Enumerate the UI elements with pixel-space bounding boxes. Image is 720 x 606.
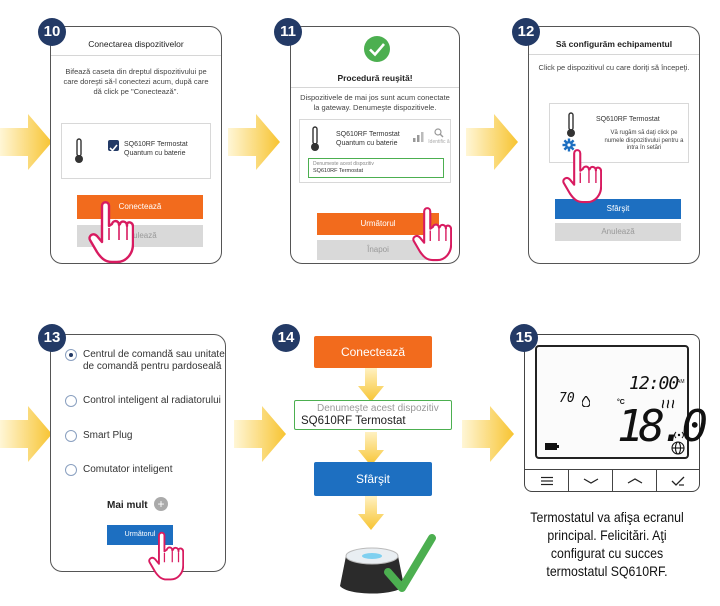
option-radio-selected[interactable]: [65, 349, 77, 361]
confirm-button[interactable]: [657, 470, 699, 492]
signal-icon: [413, 132, 424, 142]
down-arrow-icon: [358, 368, 384, 402]
battery-icon: [545, 443, 559, 450]
phone-screen-step-12: Să configurăm echipamentul Click pe disp…: [528, 26, 700, 264]
down-button[interactable]: [569, 470, 613, 492]
thermometer-icon: [567, 112, 575, 137]
gateway-device-icon: [340, 534, 436, 594]
menu-icon: [541, 476, 553, 486]
step-badge-12: 12: [512, 18, 540, 46]
hand-pointer-icon: [412, 207, 452, 262]
thermometer-icon: [75, 138, 83, 163]
info-text: Dispozitivele de mai jos sunt acum conec…: [300, 93, 450, 112]
humidity-value: 70: [559, 391, 575, 406]
time-display: 12:00: [629, 373, 679, 394]
flow-arrow-icon: [0, 114, 52, 170]
option-radio[interactable]: [65, 395, 77, 407]
step-badge-15: 15: [510, 324, 538, 352]
instruction-text: Bifează caseta din dreptul dispozitivulu…: [63, 67, 209, 96]
finish-button[interactable]: Sfârşit: [314, 462, 432, 496]
phone-screen-step-10: Conectarea dispozitivelor Bifează caseta…: [50, 26, 222, 264]
option-label[interactable]: Control inteligent al radiatorului: [83, 395, 221, 406]
rename-label: Denumeşte acest dispozitiv: [317, 403, 439, 414]
wireless-signal-icon: [674, 431, 684, 439]
hand-pointer-icon: [88, 201, 134, 264]
am-label: AM: [677, 379, 685, 385]
step-badge-10: 10: [38, 18, 66, 46]
rename-field[interactable]: Denumeste acest dispozitiv SQ610RF Termo…: [308, 158, 444, 178]
rename-value: SQ610RF Termostat: [301, 415, 406, 427]
flow-arrow-icon: [0, 406, 52, 462]
step-badge-11: 11: [274, 18, 302, 46]
globe-icon: [671, 441, 685, 455]
back-button[interactable]: Înapoi: [317, 240, 439, 260]
device-name: SQ610RF Termostat Quantum cu baterie: [124, 141, 188, 157]
phone-screen-step-11: Procedură reuşită! Dispozitivele de mai …: [290, 26, 460, 264]
cancel-button[interactable]: Anulează: [555, 223, 681, 241]
option-label[interactable]: Smart Plug: [83, 430, 133, 441]
next-button[interactable]: Următorul: [107, 525, 173, 545]
thermostat-screen: 12:00 AM 70 °C 18.0: [535, 345, 708, 459]
option-label[interactable]: Comutator inteligent: [83, 464, 173, 475]
next-button[interactable]: Următorul: [317, 213, 439, 235]
chevron-up-icon: [627, 478, 643, 484]
flow-arrow-icon: [234, 406, 286, 462]
chevron-down-icon: [583, 478, 599, 484]
success-check-icon: [364, 36, 390, 62]
device-name[interactable]: SQ610RF Termostat: [596, 116, 660, 123]
device-card[interactable]: SQ610RF Termostat Vă rugăm să daţi click…: [549, 103, 689, 163]
flow-arrow-icon: [462, 406, 514, 462]
identify-label: Identific ă: [428, 139, 450, 145]
device-checkbox[interactable]: [108, 140, 119, 152]
plus-icon: +: [154, 496, 169, 511]
rename-value: SQ610RF Termostat: [313, 168, 364, 174]
down-arrow-icon: [358, 496, 384, 530]
gear-icon[interactable]: [562, 138, 576, 152]
temperature-unit: °C: [617, 399, 625, 406]
thermometer-icon: [311, 126, 319, 151]
thermostat-device: 12:00 AM 70 °C 18.0: [524, 334, 708, 492]
up-button[interactable]: [613, 470, 657, 492]
hand-pointer-icon: [562, 149, 602, 204]
instruction-text: Click pe dispozitivul cu care doriţi să …: [538, 63, 690, 72]
rename-label: Denumeste acest dispozitiv: [313, 161, 374, 167]
device-name: SQ610RF Termostat Quantum cu baterie: [336, 131, 400, 147]
option-radio[interactable]: [65, 464, 77, 476]
phone-screen-step-13: Centrul de comandă sau unitate de comand…: [50, 334, 226, 572]
more-options-link[interactable]: Mai mult +: [107, 495, 169, 513]
heating-waves-icon: [661, 399, 675, 409]
down-arrow-icon: [358, 432, 384, 466]
step-badge-14: 14: [272, 324, 300, 352]
connect-button[interactable]: Conectează: [77, 195, 203, 219]
finish-button[interactable]: Sfârşit: [555, 199, 681, 219]
final-caption: Termostatul va afişa ecranul principal. …: [530, 509, 684, 579]
flow-arrow-icon: [228, 114, 280, 170]
option-radio[interactable]: [65, 430, 77, 442]
screen-title: Conectarea dispozitivelor: [88, 39, 184, 49]
check-icon: [671, 476, 685, 486]
rename-field[interactable]: Denumeşte acest dispozitiv SQ610RF Termo…: [294, 400, 452, 430]
identify-icon[interactable]: [434, 128, 444, 138]
device-card[interactable]: SQ610RF Termostat Quantum cu baterie: [61, 123, 211, 179]
humidity-drop-icon: [582, 396, 590, 407]
hand-pointer-icon: [148, 531, 184, 581]
option-label[interactable]: Centrul de comandă sau unitate de comand…: [83, 349, 225, 372]
screen-title: Să configurăm echipamentul: [555, 39, 673, 49]
flow-arrow-icon: [466, 114, 518, 170]
success-title: Procedură reuşită!: [337, 73, 413, 83]
device-card: SQ610RF Termostat Quantum cu baterie Ide…: [299, 119, 451, 183]
step-badge-13: 13: [38, 324, 66, 352]
menu-button[interactable]: [525, 470, 569, 492]
more-label: Mai mult: [107, 500, 148, 511]
temperature-display: 18.0: [617, 401, 708, 452]
settings-hint: Vă rugăm să daţi click pe numele dispozi…: [604, 130, 684, 151]
connect-button[interactable]: Conectează: [314, 336, 432, 368]
